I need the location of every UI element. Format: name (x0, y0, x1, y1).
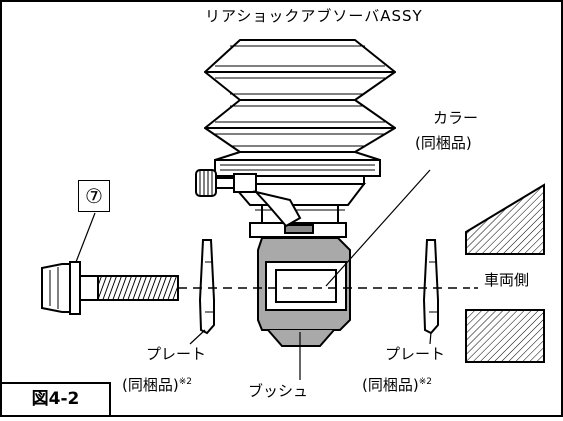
bushing-housing (257, 237, 351, 347)
plate-right-label: プレート (385, 345, 446, 363)
knob-ridges (199, 170, 213, 196)
plate-right-shape (422, 239, 439, 335)
bush-label: ブッシュ (248, 382, 309, 400)
figure-number: 図4-2 (0, 382, 111, 417)
plate-right-note: (同梱品)※2 (362, 373, 432, 394)
plate-left-note-text: (同梱品) (122, 376, 179, 394)
collar-label: カラー (433, 109, 479, 127)
vehicle-bracket (465, 183, 545, 363)
plate-right-note-mark: ※2 (418, 377, 432, 387)
part-number-badge: ⑦ (78, 180, 110, 212)
plate-left-note: (同梱品)※2 (122, 373, 192, 394)
collar-note: (同梱品) (415, 134, 472, 152)
plate-left-label: プレート (146, 345, 207, 363)
boot-creases (215, 45, 385, 147)
shock-body (214, 159, 381, 238)
bolt (41, 261, 179, 315)
shock-ring-lines (220, 164, 375, 211)
assembly-title: リアショックアブソーバASSY (205, 7, 423, 25)
plate-left-note-mark: ※2 (178, 377, 192, 387)
leader-lines (75, 169, 432, 380)
dust-boot (204, 39, 396, 161)
adjuster-knob (195, 169, 302, 228)
vehicle-side-label: 車両側 (484, 271, 530, 289)
plate-right-note-text: (同梱品) (362, 376, 419, 394)
plate-left-shape (198, 239, 215, 335)
